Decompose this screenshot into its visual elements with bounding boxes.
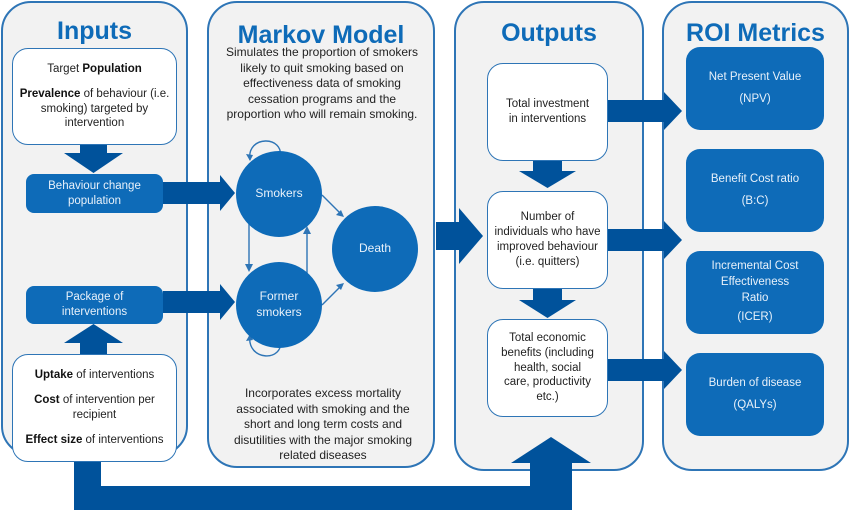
arrow-markov-to-outputs [436, 208, 483, 264]
intervention-params-box: Uptake of interventions Cost of interven… [12, 354, 177, 462]
arrow-up-params [64, 324, 123, 354]
arrow-behaviour-to-smokers [163, 175, 235, 211]
roi-burden-of-disease: Burden of disease (QALYs) [686, 353, 824, 436]
edge-former-to-death [321, 284, 343, 306]
markov-title: Markov Model [237, 21, 405, 49]
arrow-investment-to-npv [608, 92, 682, 130]
arrow-individuals-to-bc [608, 221, 682, 259]
state-smokers: Smokers [236, 151, 322, 237]
package-of-interventions: Package of interventions [26, 286, 163, 324]
inputs-title: Inputs [57, 17, 132, 45]
output-total-investment: Total investment in interventions [487, 63, 608, 161]
roi-npv: Net Present Value (NPV) [686, 47, 824, 130]
behaviour-change-population: Behaviour change population [26, 174, 163, 213]
arrow-individuals-to-benefits [519, 289, 576, 318]
output-economic-benefits: Total economic benefits (including healt… [487, 319, 608, 417]
prevalence-label: Prevalence [19, 87, 81, 100]
output-individuals-improved: Number of individuals who have improved … [487, 191, 608, 289]
arrow-package-to-former [163, 284, 235, 320]
roi-title: ROI Metrics [686, 19, 825, 47]
target-population-box: Target Population Prevalence of behaviou… [12, 48, 177, 145]
population-label: Population [82, 62, 142, 75]
arrow-benefits-to-burden [608, 351, 682, 389]
state-death: Death [332, 206, 418, 292]
markov-description-bottom: Incorporates excess mortality associated… [233, 386, 413, 463]
arrow-down-population [64, 145, 123, 173]
markov-description-top: Simulates the proportion of smokers like… [225, 45, 419, 122]
roi-benefit-cost: Benefit Cost ratio (B:C) [686, 149, 824, 232]
edge-smokers-to-death [321, 194, 343, 216]
arrow-inputs-to-benefits-feedback [74, 437, 591, 510]
state-former-smokers: Former smokers [236, 262, 322, 348]
arrow-investment-to-individuals [519, 161, 576, 188]
roi-icer: Incremental Cost Effectiveness Ratio (IC… [686, 251, 824, 334]
outputs-title: Outputs [501, 19, 597, 47]
